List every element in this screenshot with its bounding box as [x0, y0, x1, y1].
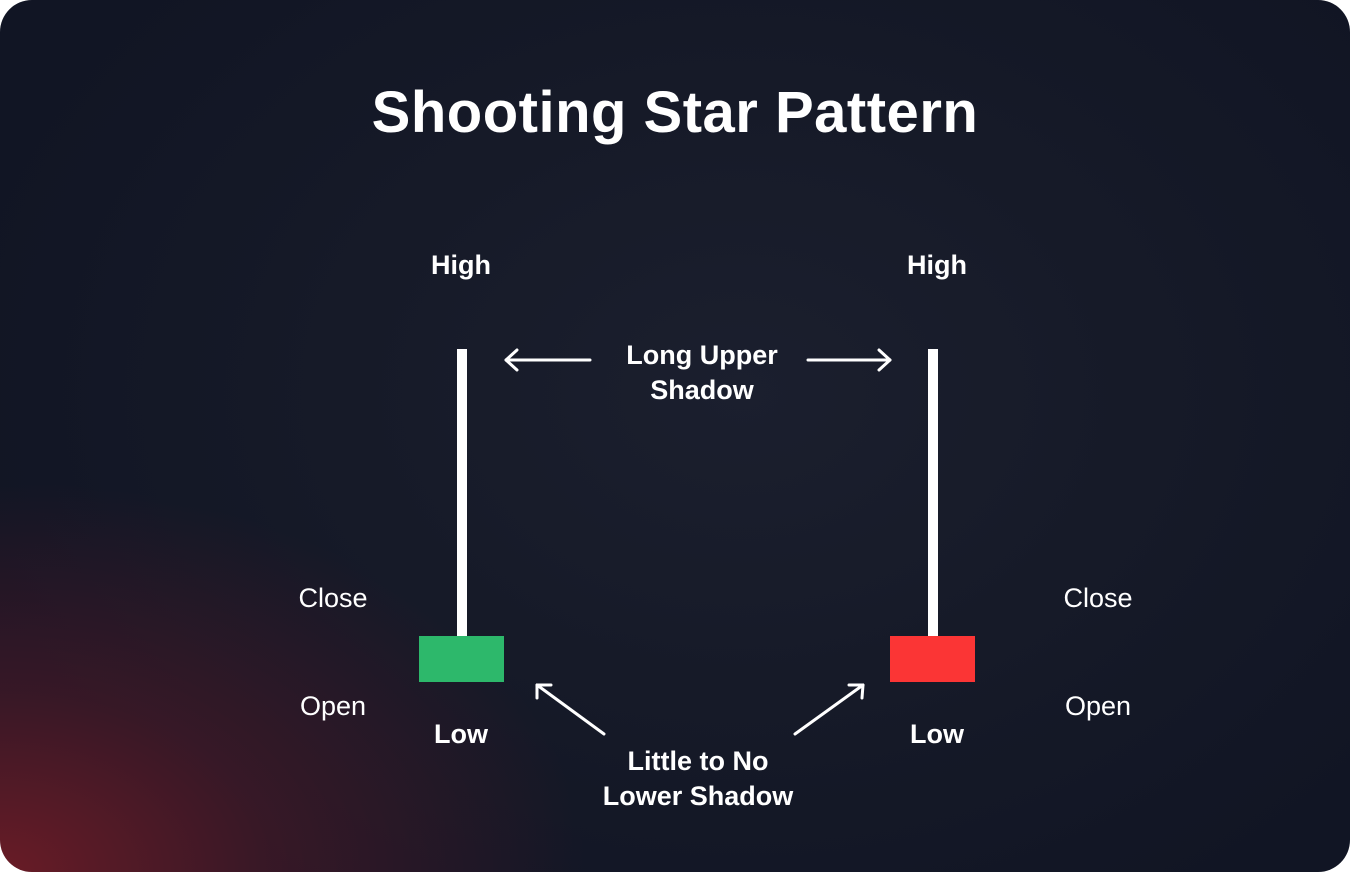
arrow-up-left-icon	[535, 683, 606, 736]
upper-shadow-label-line1: Long Upper	[626, 340, 778, 370]
right-low-label: Low	[910, 719, 964, 749]
arrow-left-icon	[504, 348, 592, 372]
arrow-right-icon	[806, 348, 892, 372]
left-low-label: Low	[434, 719, 488, 749]
right-candle-body-red	[890, 636, 975, 682]
right-high-label: High	[907, 250, 967, 280]
right-upper-wick	[928, 349, 938, 637]
right-open-label: Open	[1064, 691, 1132, 721]
upper-shadow-label-line2: Shadow	[650, 375, 754, 405]
right-close-label: Close	[1063, 583, 1133, 613]
left-candle-body-green	[419, 636, 504, 682]
diagram-title: Shooting Star Pattern	[371, 80, 979, 145]
arrow-up-right-icon	[793, 683, 865, 736]
left-open-label: Open	[299, 691, 367, 721]
left-upper-wick	[457, 349, 467, 637]
left-close-label: Close	[298, 583, 368, 613]
lower-shadow-label-line1: Little to No	[627, 746, 769, 776]
left-high-label: High	[431, 250, 491, 280]
lower-shadow-label-line2: Lower Shadow	[602, 781, 794, 811]
